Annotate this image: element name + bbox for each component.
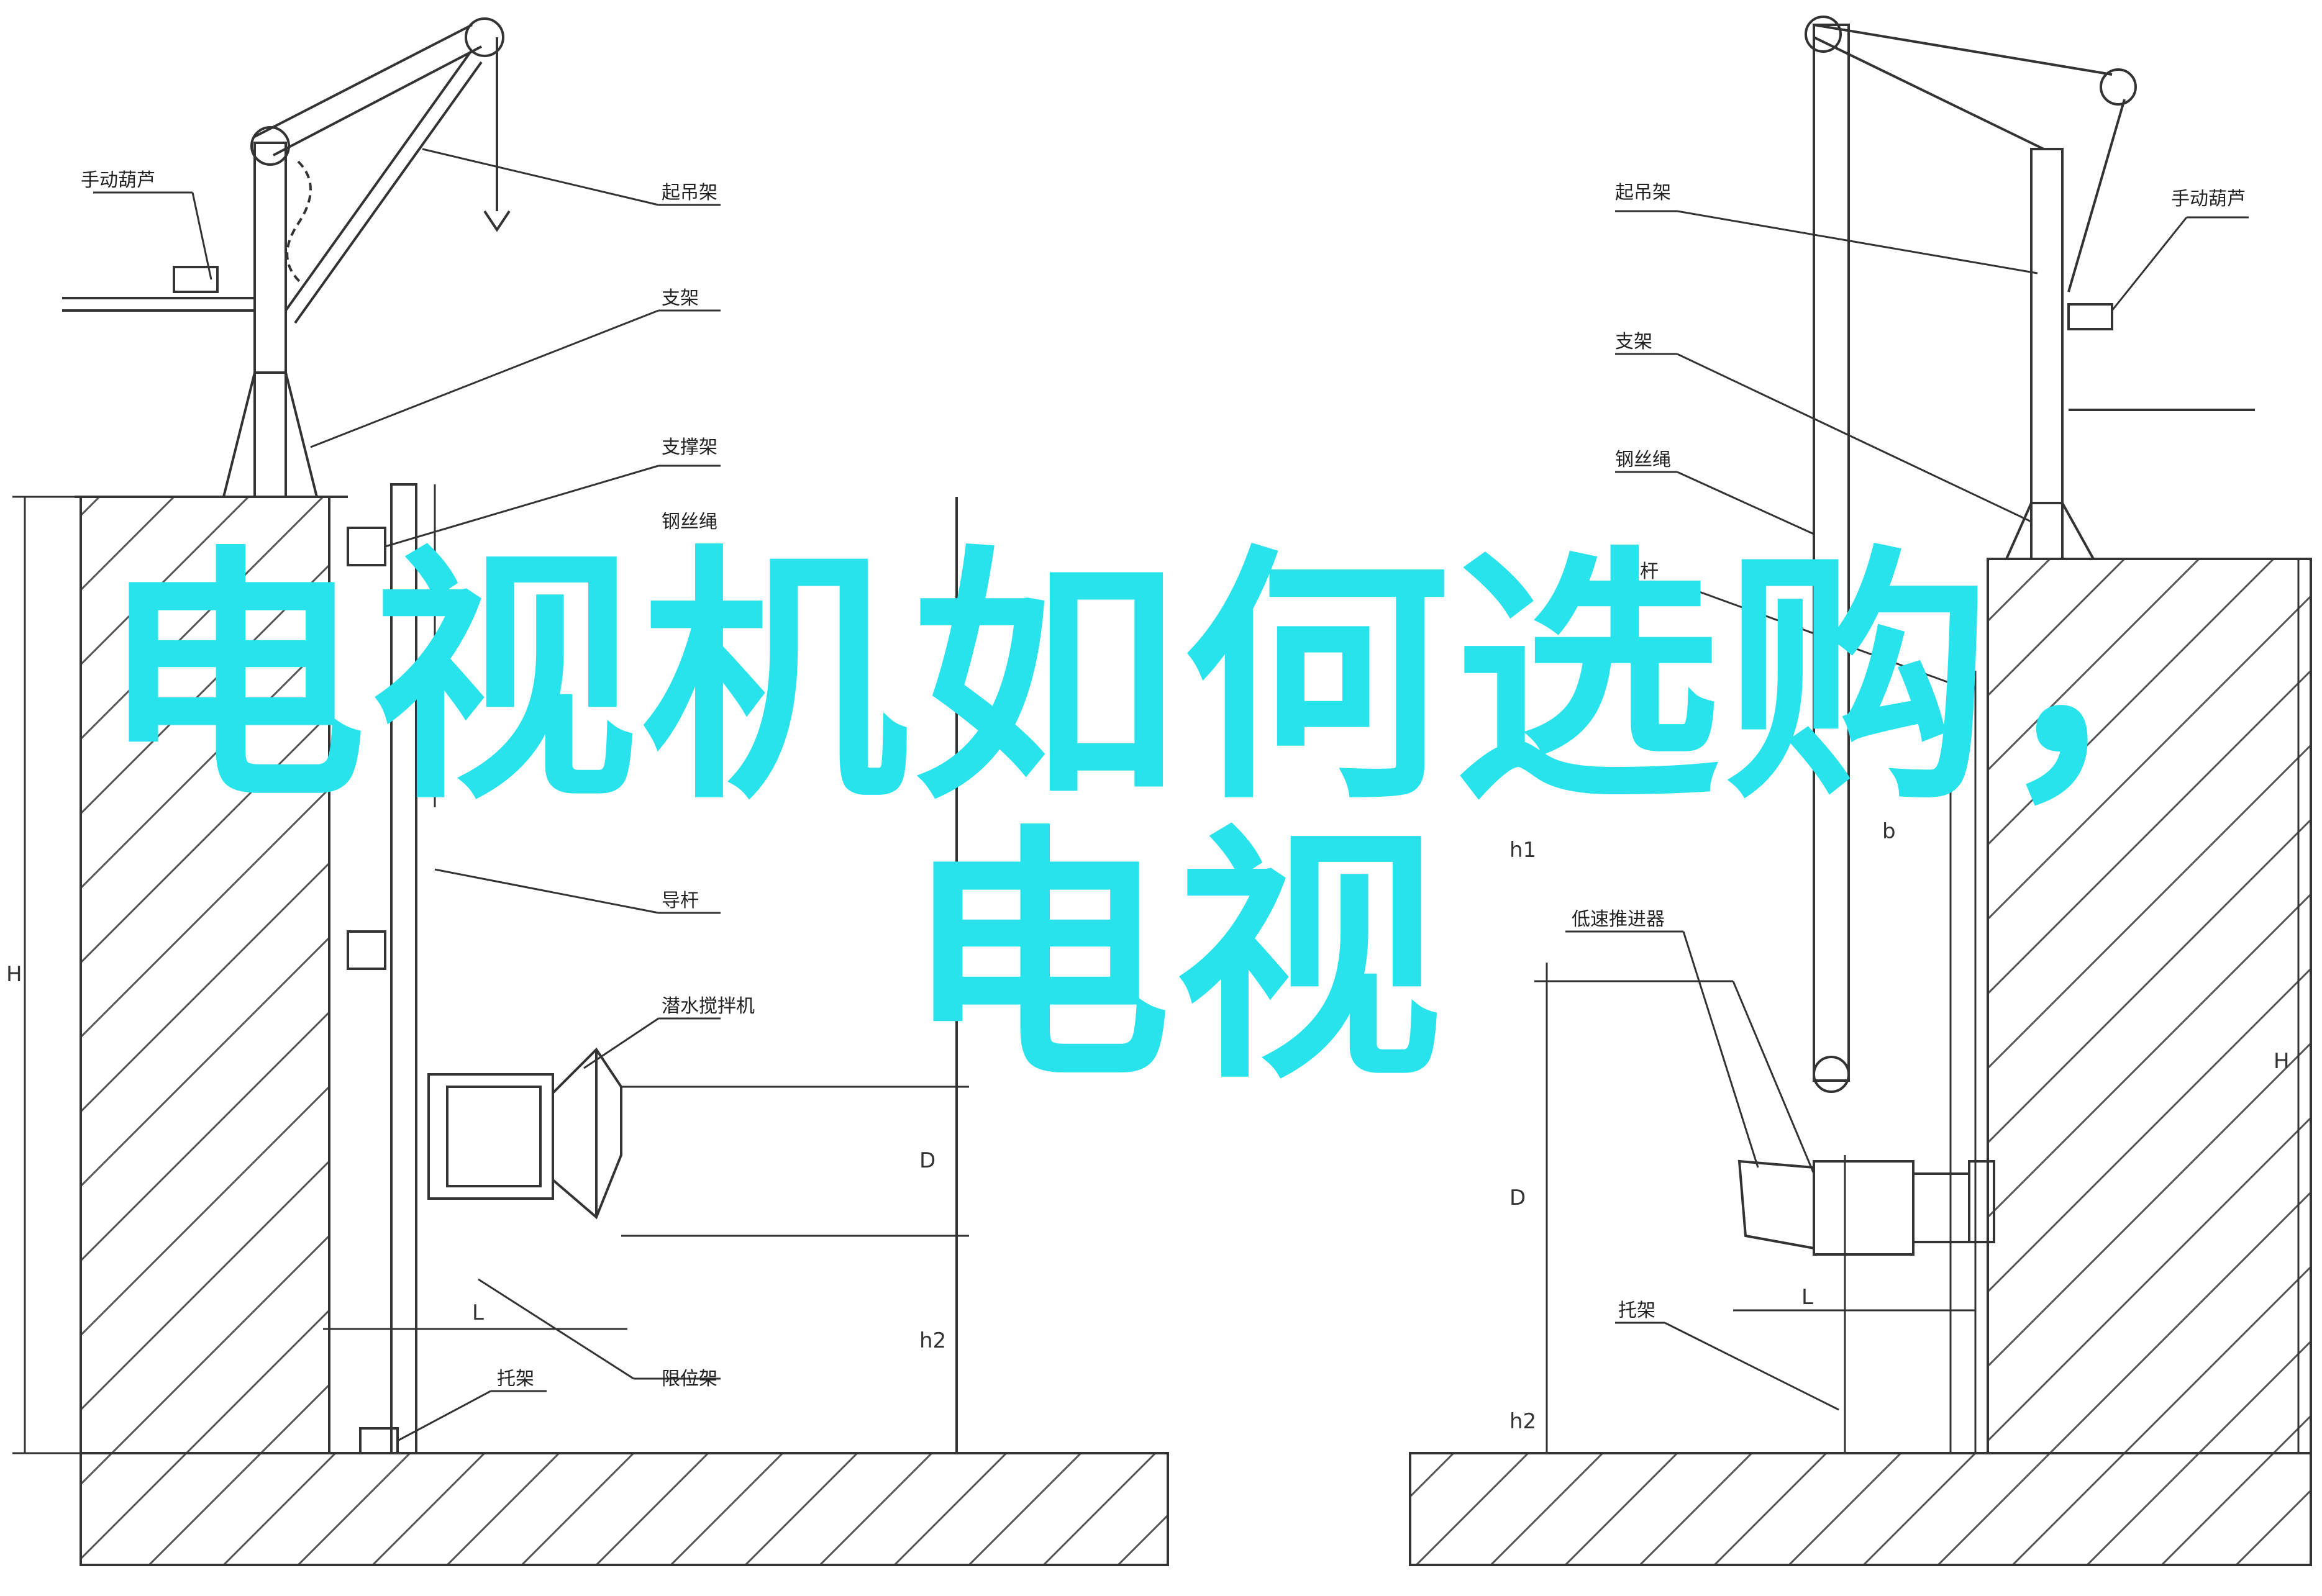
right-dim-h1: h1 [1509, 838, 1536, 863]
left-label-bracket: 支架 [662, 288, 699, 309]
overlay-title-line1: 电视机如何选购， [99, 525, 2266, 835]
left-dim-L: L [472, 1300, 484, 1325]
left-label-hoist: 手动葫芦 [81, 170, 155, 191]
right-label-wire-rope: 钢丝绳 [1615, 449, 1671, 471]
right-dim-h2: h2 [1509, 1409, 1536, 1434]
left-dim-h2: h2 [919, 1328, 946, 1353]
right-label-pallet: 托架 [1618, 1300, 1655, 1322]
right-label-bracket: 支架 [1615, 331, 1652, 353]
right-label-hoist: 手动葫芦 [2171, 188, 2246, 210]
right-label-lifting-frame: 起吊架 [1615, 182, 1671, 204]
right-pit-floor [1409, 1452, 2312, 1566]
left-label-lifting-frame: 起吊架 [662, 182, 717, 204]
right-pit-wall [1987, 558, 2312, 1454]
right-dim-L: L [1801, 1285, 1813, 1310]
right-dim-b: b [1882, 819, 1896, 844]
right-dim-H: H [2274, 1049, 2290, 1074]
right-installation [1409, 16, 2312, 1566]
left-label-mixer: 潜水搅拌机 [662, 995, 755, 1017]
left-mast [253, 142, 287, 498]
left-installation [12, 17, 1169, 1566]
right-label-guide-rod: 导杆 [1621, 561, 1659, 583]
left-pit-wall [80, 496, 330, 1454]
left-label-limit-frame: 限位架 [662, 1368, 717, 1390]
left-pit-floor [80, 1452, 1169, 1566]
left-dim-D: D [919, 1148, 936, 1173]
right-labels: 起吊架 手动葫芦 支架 钢丝绳 导杆 低速推进器 托架 H D L h1 h2 … [1509, 182, 2290, 1434]
left-labels: 手动葫芦 起吊架 支架 支撑架 钢丝绳 导杆 潜水搅拌机 托架 限位架 H D … [6, 170, 946, 1390]
right-label-propeller: 低速推进器 [1572, 909, 1665, 930]
overlay-title-line2: 电视 [904, 804, 1446, 1115]
left-label-pallet: 托架 [497, 1368, 534, 1390]
right-propeller [1737, 1159, 1995, 1256]
right-mast [2030, 148, 2064, 560]
left-label-support-frame: 支撑架 [662, 437, 717, 458]
left-label-guide-rod: 导杆 [662, 890, 699, 912]
left-mixer [427, 1047, 622, 1220]
right-guide-rod [1813, 24, 1850, 1082]
left-label-wire-rope: 钢丝绳 [662, 511, 717, 533]
left-dim-H: H [6, 962, 22, 987]
right-dim-D: D [1509, 1186, 1526, 1210]
left-guide-rod [390, 483, 417, 1454]
